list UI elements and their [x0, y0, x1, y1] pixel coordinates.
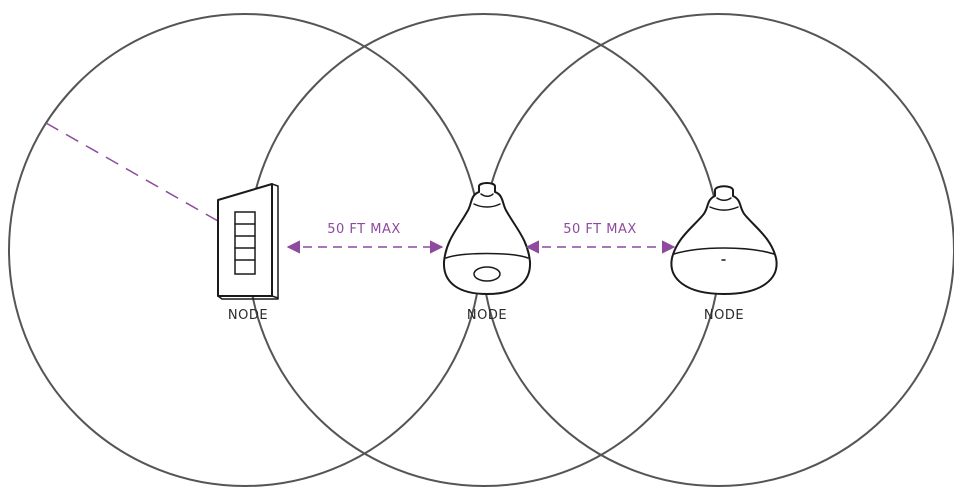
switch-icon [218, 184, 278, 299]
link-distance-label: 50 FT MAX [327, 222, 401, 237]
node-label: NODE [228, 308, 268, 323]
range-radius-line [46, 123, 218, 221]
bulb-icon [444, 183, 530, 294]
link-distance-label: 50 FT MAX [563, 222, 637, 237]
node-label: NODE [467, 308, 507, 323]
bulb-icon [671, 186, 776, 294]
node-label: NODE [704, 308, 744, 323]
